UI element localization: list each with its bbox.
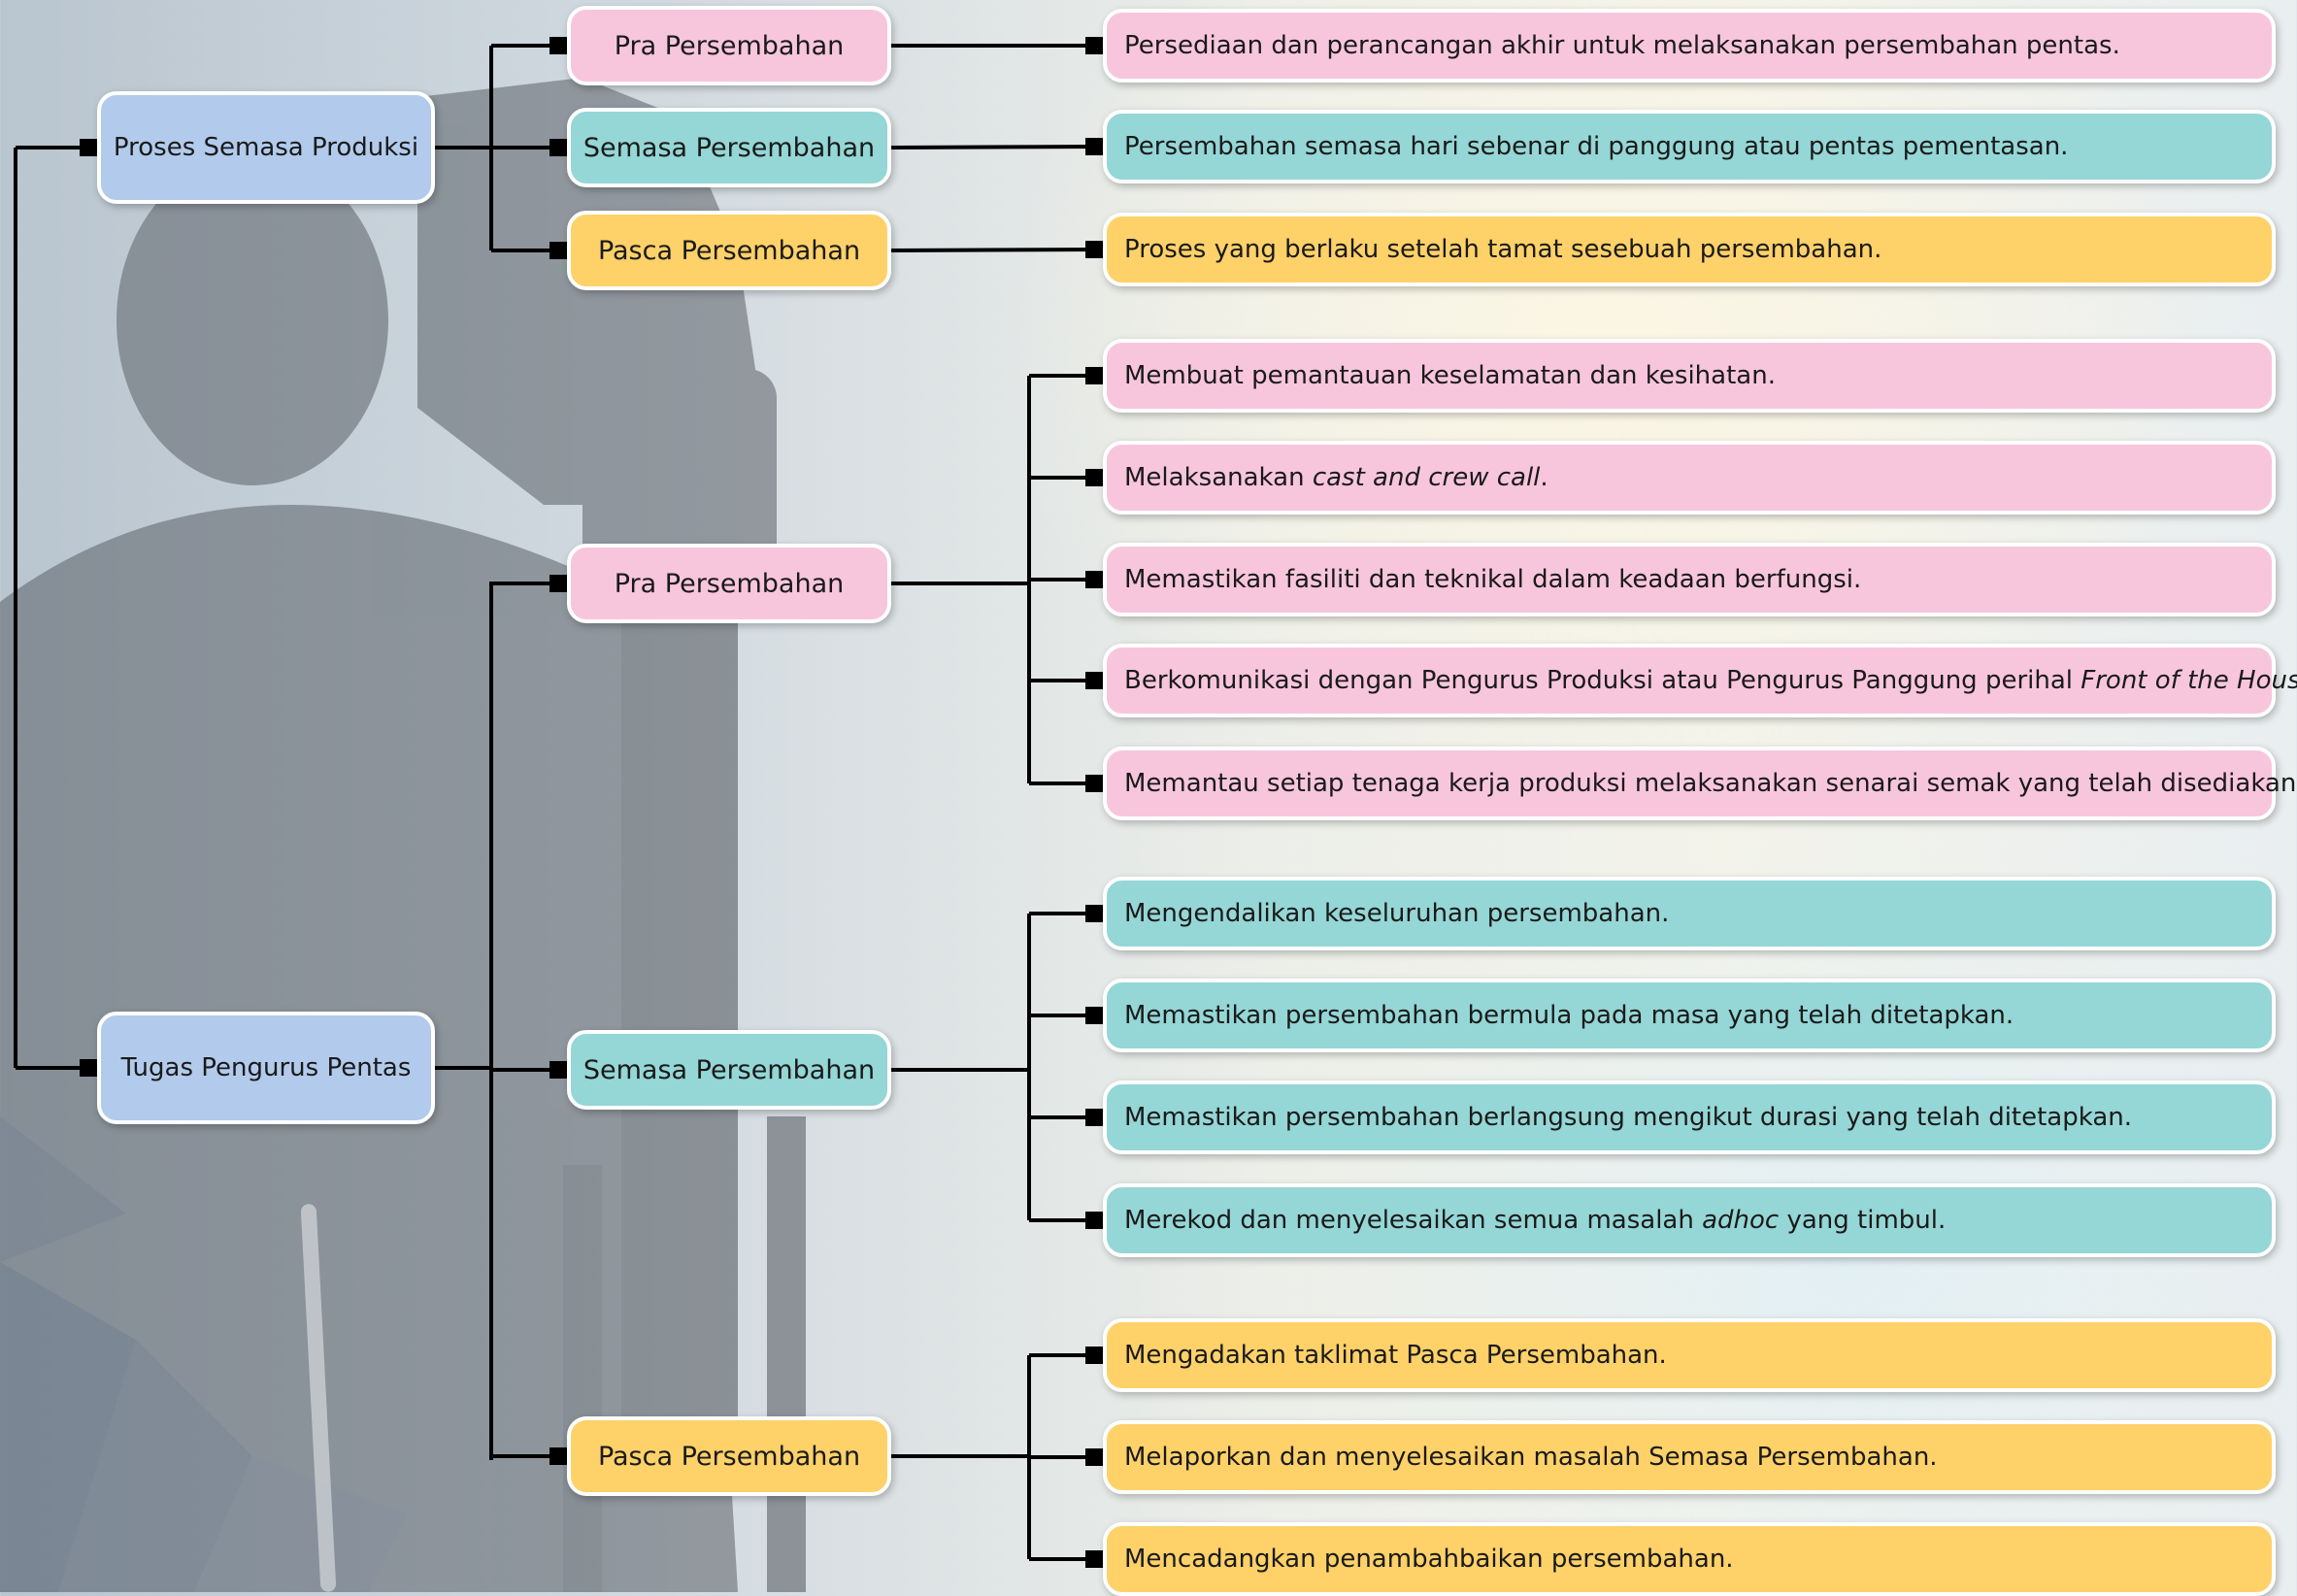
description-text: Proses yang berlaku setelah tamat sesebu… xyxy=(1124,235,1882,264)
connector-terminal xyxy=(1085,1448,1103,1466)
description-box: Merekod dan menyelesaikan semua masalah … xyxy=(1103,1183,2276,1257)
description-box: Memastikan fasiliti dan teknikal dalam k… xyxy=(1103,543,2276,616)
connector-terminal xyxy=(1085,1550,1103,1568)
description-box: Berkomunikasi dengan Pengurus Produksi a… xyxy=(1103,644,2297,717)
connector-terminal xyxy=(80,1059,97,1077)
connector-terminal xyxy=(1085,1212,1103,1229)
description-text: Membuat pemantauan keselamatan dan kesih… xyxy=(1124,361,1776,390)
description-box: Melaksanakan cast and crew call. xyxy=(1103,441,2276,515)
connector-terminal xyxy=(1085,905,1103,922)
connector-terminal xyxy=(1085,37,1103,54)
connector-terminal xyxy=(549,37,567,54)
description-text: Melaksanakan xyxy=(1124,463,1313,492)
leaf-link xyxy=(890,145,1102,150)
description-text: Memastikan fasiliti dan teknikal dalam k… xyxy=(1124,565,1862,594)
description-text: Persembahan semasa hari sebenar di pangg… xyxy=(1124,132,2069,161)
stage-node: Semasa Persembahan xyxy=(567,108,891,187)
connector-terminal xyxy=(1085,1007,1103,1024)
connector-terminal xyxy=(80,139,97,156)
connector-terminal xyxy=(1085,138,1103,155)
description-box: Memantau setiap tenaga kerja produksi me… xyxy=(1103,747,2297,820)
description-text: Memantau setiap tenaga kerja produksi me… xyxy=(1124,769,2297,798)
stage-node: Semasa Persembahan xyxy=(567,1030,891,1110)
description-text: Mencadangkan penambahbaikan persembahan. xyxy=(1124,1545,1734,1574)
connector-terminal xyxy=(549,1061,567,1079)
description-box: Mengendalikan keseluruhan persembahan. xyxy=(1103,877,2276,950)
description-box: Proses yang berlaku setelah tamat sesebu… xyxy=(1103,213,2276,286)
connector-terminal xyxy=(1085,571,1103,588)
stage-node: Pasca Persembahan xyxy=(567,211,891,290)
stage-node: Pra Persembahan xyxy=(567,6,891,85)
connector-terminal xyxy=(1085,672,1103,689)
description-text: . xyxy=(1540,463,1548,492)
description-box: Memastikan persembahan bermula pada masa… xyxy=(1103,979,2276,1052)
connector-terminal xyxy=(1085,469,1103,486)
connector-terminal xyxy=(1085,1109,1103,1126)
description-text: yang timbul. xyxy=(1779,1206,1947,1235)
connector-terminal xyxy=(549,139,567,156)
connector-terminal xyxy=(549,575,567,592)
description-text: Memastikan persembahan bermula pada masa… xyxy=(1124,1001,2014,1030)
italic-term: Front of the House xyxy=(2081,666,2297,695)
connector-terminal xyxy=(549,242,567,259)
connector-terminal xyxy=(549,1447,567,1465)
description-box: Persediaan dan perancangan akhir untuk m… xyxy=(1103,9,2276,83)
root-node: Proses Semasa Produksi xyxy=(97,91,435,204)
description-box: Persembahan semasa hari sebenar di pangg… xyxy=(1103,110,2276,183)
connector-terminal xyxy=(1085,775,1103,792)
description-text: Melaporkan dan menyelesaikan masalah Sem… xyxy=(1124,1443,1938,1472)
stage-node: Pra Persembahan xyxy=(567,544,891,623)
connector-terminal xyxy=(1085,367,1103,384)
italic-term: adhoc xyxy=(1702,1206,1780,1235)
description-box: Memastikan persembahan berlangsung mengi… xyxy=(1103,1081,2276,1154)
leaf-link xyxy=(890,248,1102,252)
description-text: Merekod dan menyelesaikan semua masalah xyxy=(1124,1206,1703,1235)
connector-terminal xyxy=(1085,1347,1103,1364)
description-text: Mengendalikan keseluruhan persembahan. xyxy=(1124,899,1670,928)
connector-terminal xyxy=(1085,241,1103,258)
description-text: Persediaan dan perancangan akhir untuk m… xyxy=(1124,31,2120,60)
description-text: Memastikan persembahan berlangsung mengi… xyxy=(1124,1103,2133,1132)
description-box: Melaporkan dan menyelesaikan masalah Sem… xyxy=(1103,1420,2276,1494)
description-text: Mengadakan taklimat Pasca Persembahan. xyxy=(1124,1341,1667,1370)
stage-node: Pasca Persembahan xyxy=(567,1416,891,1496)
description-text: Berkomunikasi dengan Pengurus Produksi a… xyxy=(1124,666,2081,695)
root-node: Tugas Pengurus Pentas xyxy=(97,1012,435,1124)
italic-term: cast and crew call xyxy=(1312,463,1541,492)
description-box: Mencadangkan penambahbaikan persembahan. xyxy=(1103,1522,2276,1596)
description-box: Mengadakan taklimat Pasca Persembahan. xyxy=(1103,1318,2276,1392)
description-box: Membuat pemantauan keselamatan dan kesih… xyxy=(1103,339,2276,413)
